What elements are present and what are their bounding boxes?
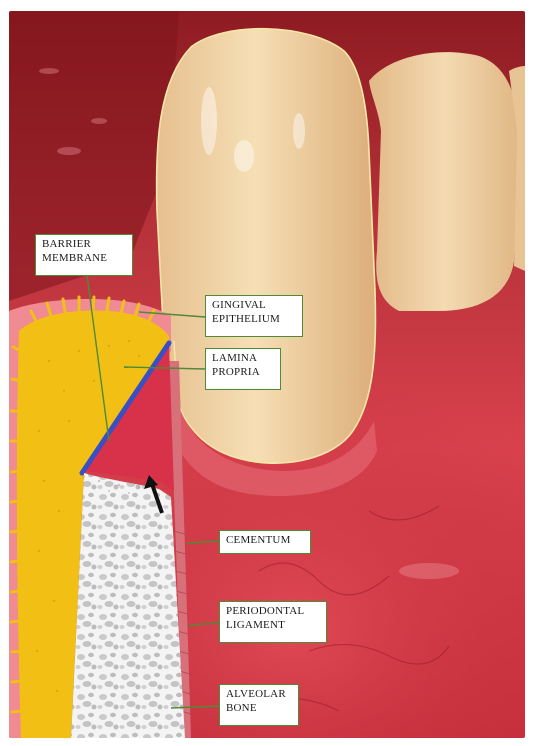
tooth-crown bbox=[157, 29, 376, 464]
alveolar-bone-layer bbox=[71, 473, 185, 738]
label-lamina-propria: LAMINA PROPRIA bbox=[205, 348, 281, 390]
label-periodontal-ligament: PERIODONTAL LIGAMENT bbox=[219, 601, 327, 643]
label-gingival-epithelium: GINGIVAL EPITHELIUM bbox=[205, 295, 303, 337]
label-cementum: CEMENTUM bbox=[219, 530, 311, 554]
label-barrier-membrane: BARRIER MEMBRANE bbox=[35, 234, 133, 276]
adjacent-tooth bbox=[369, 52, 519, 311]
clinical-photo-diagram: BARRIER MEMBRANE GINGIVAL EPITHELIUM LAM… bbox=[9, 11, 525, 738]
label-alveolar-bone: ALVEOLAR BONE bbox=[219, 684, 299, 726]
